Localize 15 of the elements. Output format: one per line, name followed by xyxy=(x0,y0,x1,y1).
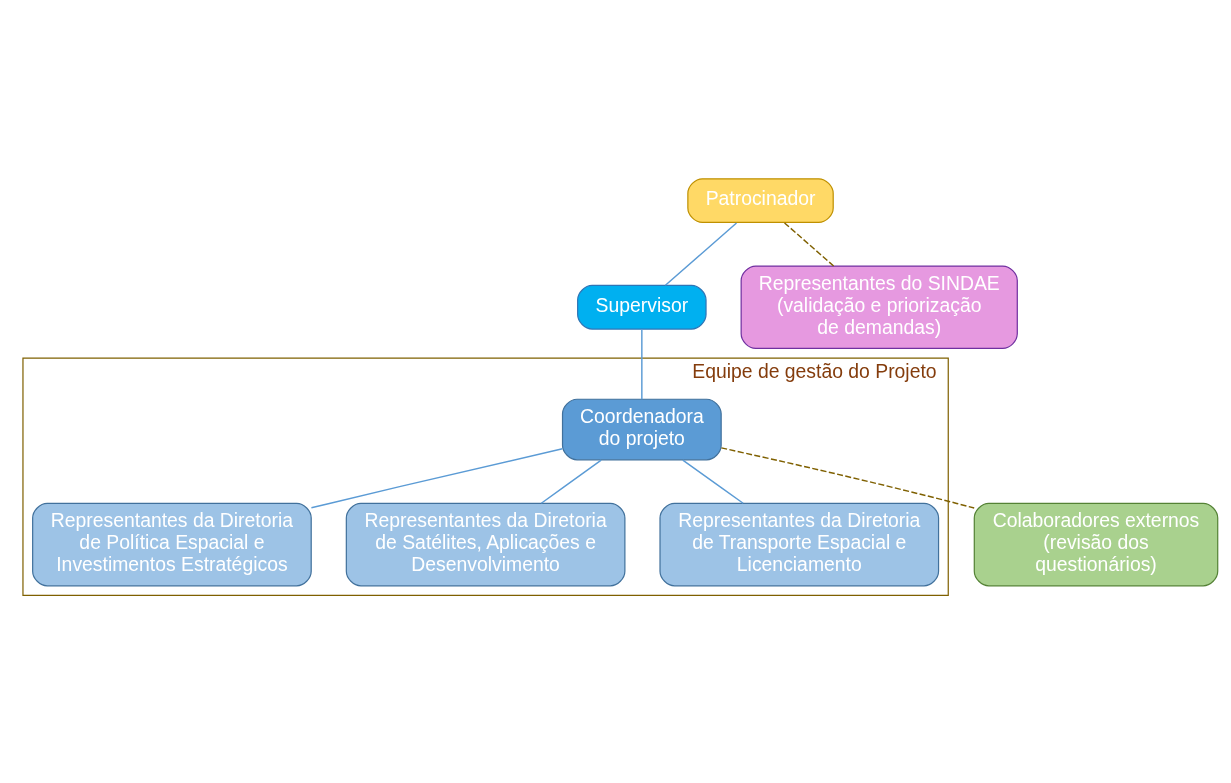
node-box: Patrocinador xyxy=(687,177,834,223)
connector xyxy=(783,221,835,267)
connector xyxy=(682,458,744,504)
connector xyxy=(641,328,643,400)
node-box: Representantes da Diretoria de Transporte Espacial e Licenciamento xyxy=(659,502,940,586)
node-box: Representantes da Diretoria de Satélites, Aplicações e Desenvolvimento xyxy=(345,502,626,586)
node-box: Coordenadora do projeto xyxy=(561,398,722,460)
connector xyxy=(720,446,975,509)
connector xyxy=(310,447,564,509)
node-box: Colaboradores externos (revisão dos questionários) xyxy=(973,502,1219,586)
node-box: Supervisor xyxy=(577,284,707,330)
connector xyxy=(540,458,602,504)
connector xyxy=(664,221,738,286)
node-box: Representantes da Diretoria de Política Espacial e Investimentos Estratégicos xyxy=(32,502,312,586)
node-box: Representantes do SINDAE (validação e priorização de demandas) xyxy=(740,264,1018,349)
